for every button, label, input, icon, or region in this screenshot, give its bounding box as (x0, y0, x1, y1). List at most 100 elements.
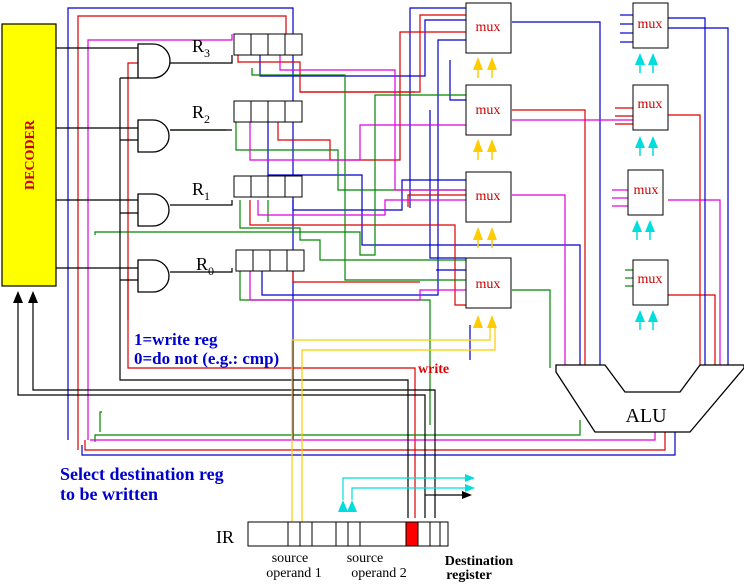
register-cell (250, 100, 269, 123)
register-cell (267, 175, 286, 198)
wire-blue (267, 122, 581, 368)
register-cell (267, 100, 286, 123)
ir-field-source2-line1: source (347, 551, 384, 566)
wire-blue (67, 7, 294, 440)
wire-green (99, 411, 102, 432)
mux-select-stems-cyan (636, 65, 654, 330)
register-cell (250, 33, 269, 56)
and-gate (137, 259, 170, 293)
mux-label: mux (638, 272, 663, 287)
register-cell (233, 100, 252, 123)
mux-label: mux (476, 103, 501, 118)
mux-label: mux (634, 183, 659, 198)
select-dest-note-line1: Select destination reg (60, 464, 224, 484)
mux-label: mux (638, 97, 663, 112)
wire-green (251, 68, 466, 281)
wire-yellow (301, 325, 496, 522)
arrow-right-icon (465, 484, 475, 492)
mux-8: mux (632, 259, 669, 306)
alu-body (555, 364, 744, 433)
ir-label: IR (216, 527, 234, 547)
select-dest-note-line2: to be written (60, 484, 158, 504)
wire-black (17, 300, 426, 518)
wire-red (512, 109, 586, 368)
wire-red (84, 420, 666, 451)
wire-blue (81, 420, 676, 456)
mux-4: mux (465, 257, 512, 309)
arrow-right-icon (462, 491, 472, 499)
register-cell (286, 249, 305, 272)
register-label: R2 (192, 102, 210, 126)
ir-output-arrows (338, 474, 475, 512)
wire-red (127, 62, 138, 320)
arrow-up-icon (487, 227, 497, 240)
wire-black (170, 200, 233, 206)
wire-black (170, 268, 233, 273)
arrow-up-icon (28, 291, 38, 303)
wire-magenta (279, 55, 466, 191)
register-cell (267, 33, 286, 56)
mux-label: mux (476, 20, 501, 35)
wire-magenta (249, 268, 466, 301)
arrow-up-icon (648, 53, 658, 65)
arrow-up-icon (473, 227, 483, 240)
and-gate (137, 193, 170, 227)
mux-label: mux (476, 189, 501, 204)
wire-black (32, 300, 436, 518)
mux-6: mux (632, 84, 669, 131)
register-label: R1 (192, 179, 210, 203)
mux-label: mux (638, 17, 663, 32)
mux-1: mux (465, 2, 512, 54)
mux-3: mux (465, 171, 512, 223)
mux-7: mux (627, 169, 664, 216)
wires (17, 3, 729, 522)
write-reg-note-line2: 0=do not (e.g.: cmp) (134, 349, 279, 368)
arrow-up-icon (635, 310, 645, 322)
arrow-up-icon (473, 57, 483, 70)
mux-5: mux (632, 2, 669, 49)
wire-blue (409, 7, 475, 208)
arrow-up-icon (13, 291, 23, 303)
alu-label: ALU (625, 405, 667, 427)
wire-red (127, 270, 416, 518)
wire-magenta (90, 420, 656, 441)
mux-column-1: mux mux mux mux (465, 2, 512, 309)
wire-magenta (249, 122, 466, 161)
wire-black (119, 78, 409, 518)
and-gates (137, 43, 171, 293)
register-r0: R0 (196, 249, 305, 278)
write-bit (405, 521, 419, 547)
register-label: R3 (192, 36, 210, 60)
arrow-up-icon (487, 315, 497, 328)
wire-red (77, 15, 287, 450)
arrow-up-icon (635, 136, 645, 148)
wire-red (249, 200, 466, 306)
ir-field-source1-line1: source (272, 551, 309, 566)
register-r2: R2 (192, 100, 303, 126)
wire-magenta (87, 34, 233, 440)
and-gate (137, 43, 171, 79)
alu: ALU (555, 364, 744, 433)
mux-label: mux (476, 277, 501, 292)
wire-magenta (512, 194, 566, 368)
mux-column-2: mux mux mux mux (627, 2, 669, 306)
register-cell (284, 33, 303, 56)
ir-field-source2-line2: operand 2 (351, 566, 407, 581)
wire-yellow (291, 325, 491, 522)
register-cell (235, 249, 254, 272)
arrow-up-icon (645, 220, 655, 232)
wire-magenta (257, 199, 466, 216)
wire-cyan (342, 477, 465, 500)
register-cell (284, 100, 303, 123)
mux-select-stems-yellow (477, 70, 493, 248)
arrow-up-icon (487, 57, 497, 70)
wire-black (170, 55, 233, 64)
wire-green (94, 94, 466, 256)
ir-field-dest-line1: Destination (445, 554, 514, 569)
arrow-up-icon (338, 500, 348, 512)
wire-blue (429, 110, 466, 259)
register-cell (233, 33, 252, 56)
arrow-right-icon (465, 474, 475, 482)
decoder-input-arrows (13, 291, 38, 303)
